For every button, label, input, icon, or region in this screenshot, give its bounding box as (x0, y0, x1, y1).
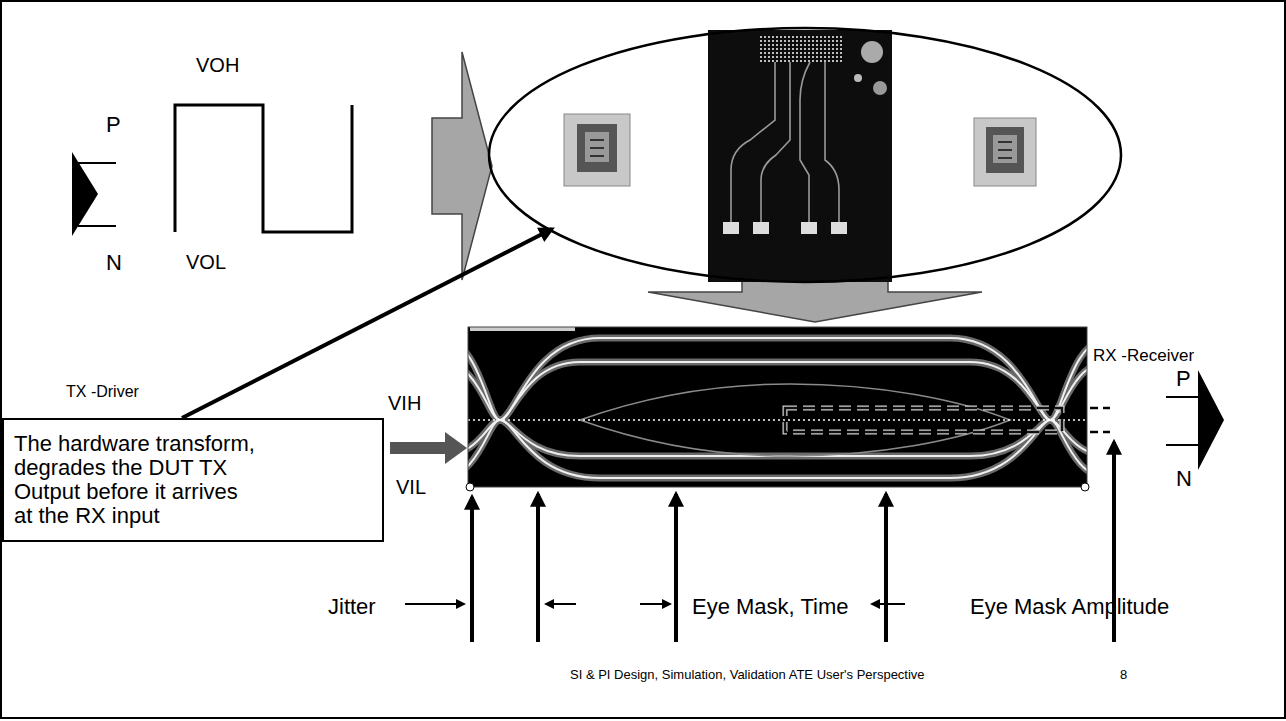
square-wave (175, 105, 352, 232)
pointer-arrow (884, 494, 888, 642)
block-label: RX -Receiver (1093, 346, 1194, 366)
eye-frame (468, 327, 1087, 487)
eye-trace (468, 362, 1087, 456)
pcb-pad (831, 222, 847, 234)
eye-mask (785, 408, 1062, 432)
eye-diagram (470, 327, 575, 331)
eye-trace (468, 338, 1087, 478)
pin-label: N (106, 250, 122, 275)
eye-corner-dot (1081, 483, 1089, 491)
voltage-level-label: VOL (186, 251, 226, 274)
page-number: 8 (1120, 668, 1127, 683)
eye-trace (468, 338, 1087, 478)
socket-photo (986, 127, 1024, 173)
pcb-hole (854, 74, 862, 82)
pointer-arrow (536, 494, 540, 642)
eye-midline (468, 419, 1087, 421)
pcb-pad (801, 222, 817, 234)
pcb-hole (873, 81, 887, 95)
n-wire (78, 225, 116, 227)
pcb-pad (723, 222, 739, 234)
eye-trace (468, 338, 1087, 478)
driver-symbol (72, 152, 98, 236)
n-wire (1166, 444, 1198, 446)
voltage-level-label: VOH (196, 54, 239, 77)
eye-corner-dot (466, 483, 474, 491)
hardware-ellipse (489, 28, 1121, 282)
eye-mask (785, 408, 1062, 432)
pcb-hole (861, 41, 883, 63)
socket-photo (585, 132, 609, 162)
eye-mask-extension (1090, 408, 1110, 432)
eye-trace (468, 362, 1087, 456)
eye-trace (468, 362, 1087, 456)
pcb-trace (825, 62, 839, 222)
pin-label: P (106, 112, 121, 137)
dimension-arrow (405, 603, 464, 605)
socket-photo (564, 114, 630, 186)
pcb-via-field (758, 36, 842, 62)
voltage-level-label: VIL (396, 476, 426, 499)
receiver-symbol (1198, 370, 1224, 470)
callout-box: The hardware transform, degrades the DUT… (2, 418, 384, 542)
footer-text: SI & PI Design, Simulation, Validation A… (570, 668, 925, 683)
pcb-pad (753, 222, 769, 234)
p-wire (78, 162, 116, 164)
eye-trace (468, 338, 1087, 478)
socket-photo (577, 124, 617, 172)
eye-trace (468, 362, 1087, 456)
measure-label: Jitter (328, 594, 376, 619)
block-arrow (390, 432, 467, 464)
block-label: TX -Driver (66, 383, 139, 401)
pcb-trace (761, 62, 790, 222)
p-wire (1166, 396, 1198, 398)
pointer-arrow (674, 494, 678, 642)
pcb-trace (800, 62, 810, 222)
socket-photo (974, 118, 1036, 186)
socket-photo (590, 140, 604, 156)
dimension-arrow (872, 603, 905, 605)
dimension-arrow (640, 603, 670, 605)
pin-label: N (1176, 466, 1192, 491)
pcb-trace (731, 62, 775, 222)
socket-photo (993, 135, 1017, 163)
pcb-photo (708, 30, 892, 282)
socket-photo (998, 142, 1012, 158)
block-arrow (648, 280, 982, 322)
pointer-arrow (470, 497, 474, 642)
voltage-level-label: VIH (388, 392, 421, 415)
callout-text: The hardware transform, degrades the DUT… (14, 432, 259, 528)
pin-label: P (1176, 366, 1191, 391)
measure-label: Eye Mask Amplitude (970, 594, 1169, 619)
measure-label: Eye Mask, Time (692, 594, 848, 619)
block-arrow (432, 52, 492, 280)
dimension-arrow (546, 603, 576, 605)
